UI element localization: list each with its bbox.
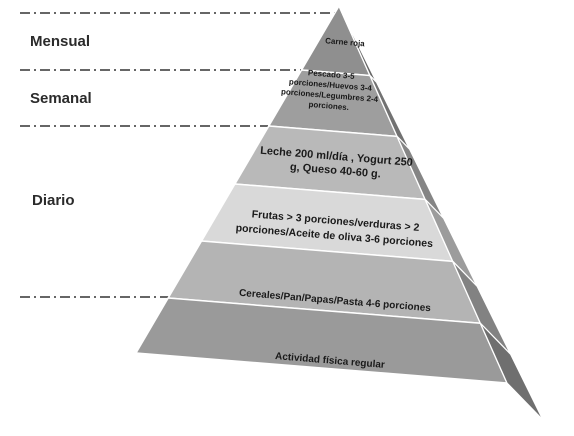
label-mensual: Mensual	[30, 33, 91, 50]
divider-lines	[20, 12, 338, 298]
tier-pescado-line: Pescado 3-5	[308, 68, 356, 81]
label-diario: Diario	[32, 192, 75, 209]
tier-actividad-side	[479, 322, 544, 421]
tier-carne-line: Carne roja	[325, 36, 366, 48]
label-semanal: Semanal	[30, 90, 92, 107]
tier-pescado-line: porciones.	[308, 100, 349, 112]
tier-carne-text: Carne roja	[325, 36, 366, 48]
pyramid-side-faces	[338, 5, 544, 421]
pyramid-tiers	[134, 4, 509, 384]
